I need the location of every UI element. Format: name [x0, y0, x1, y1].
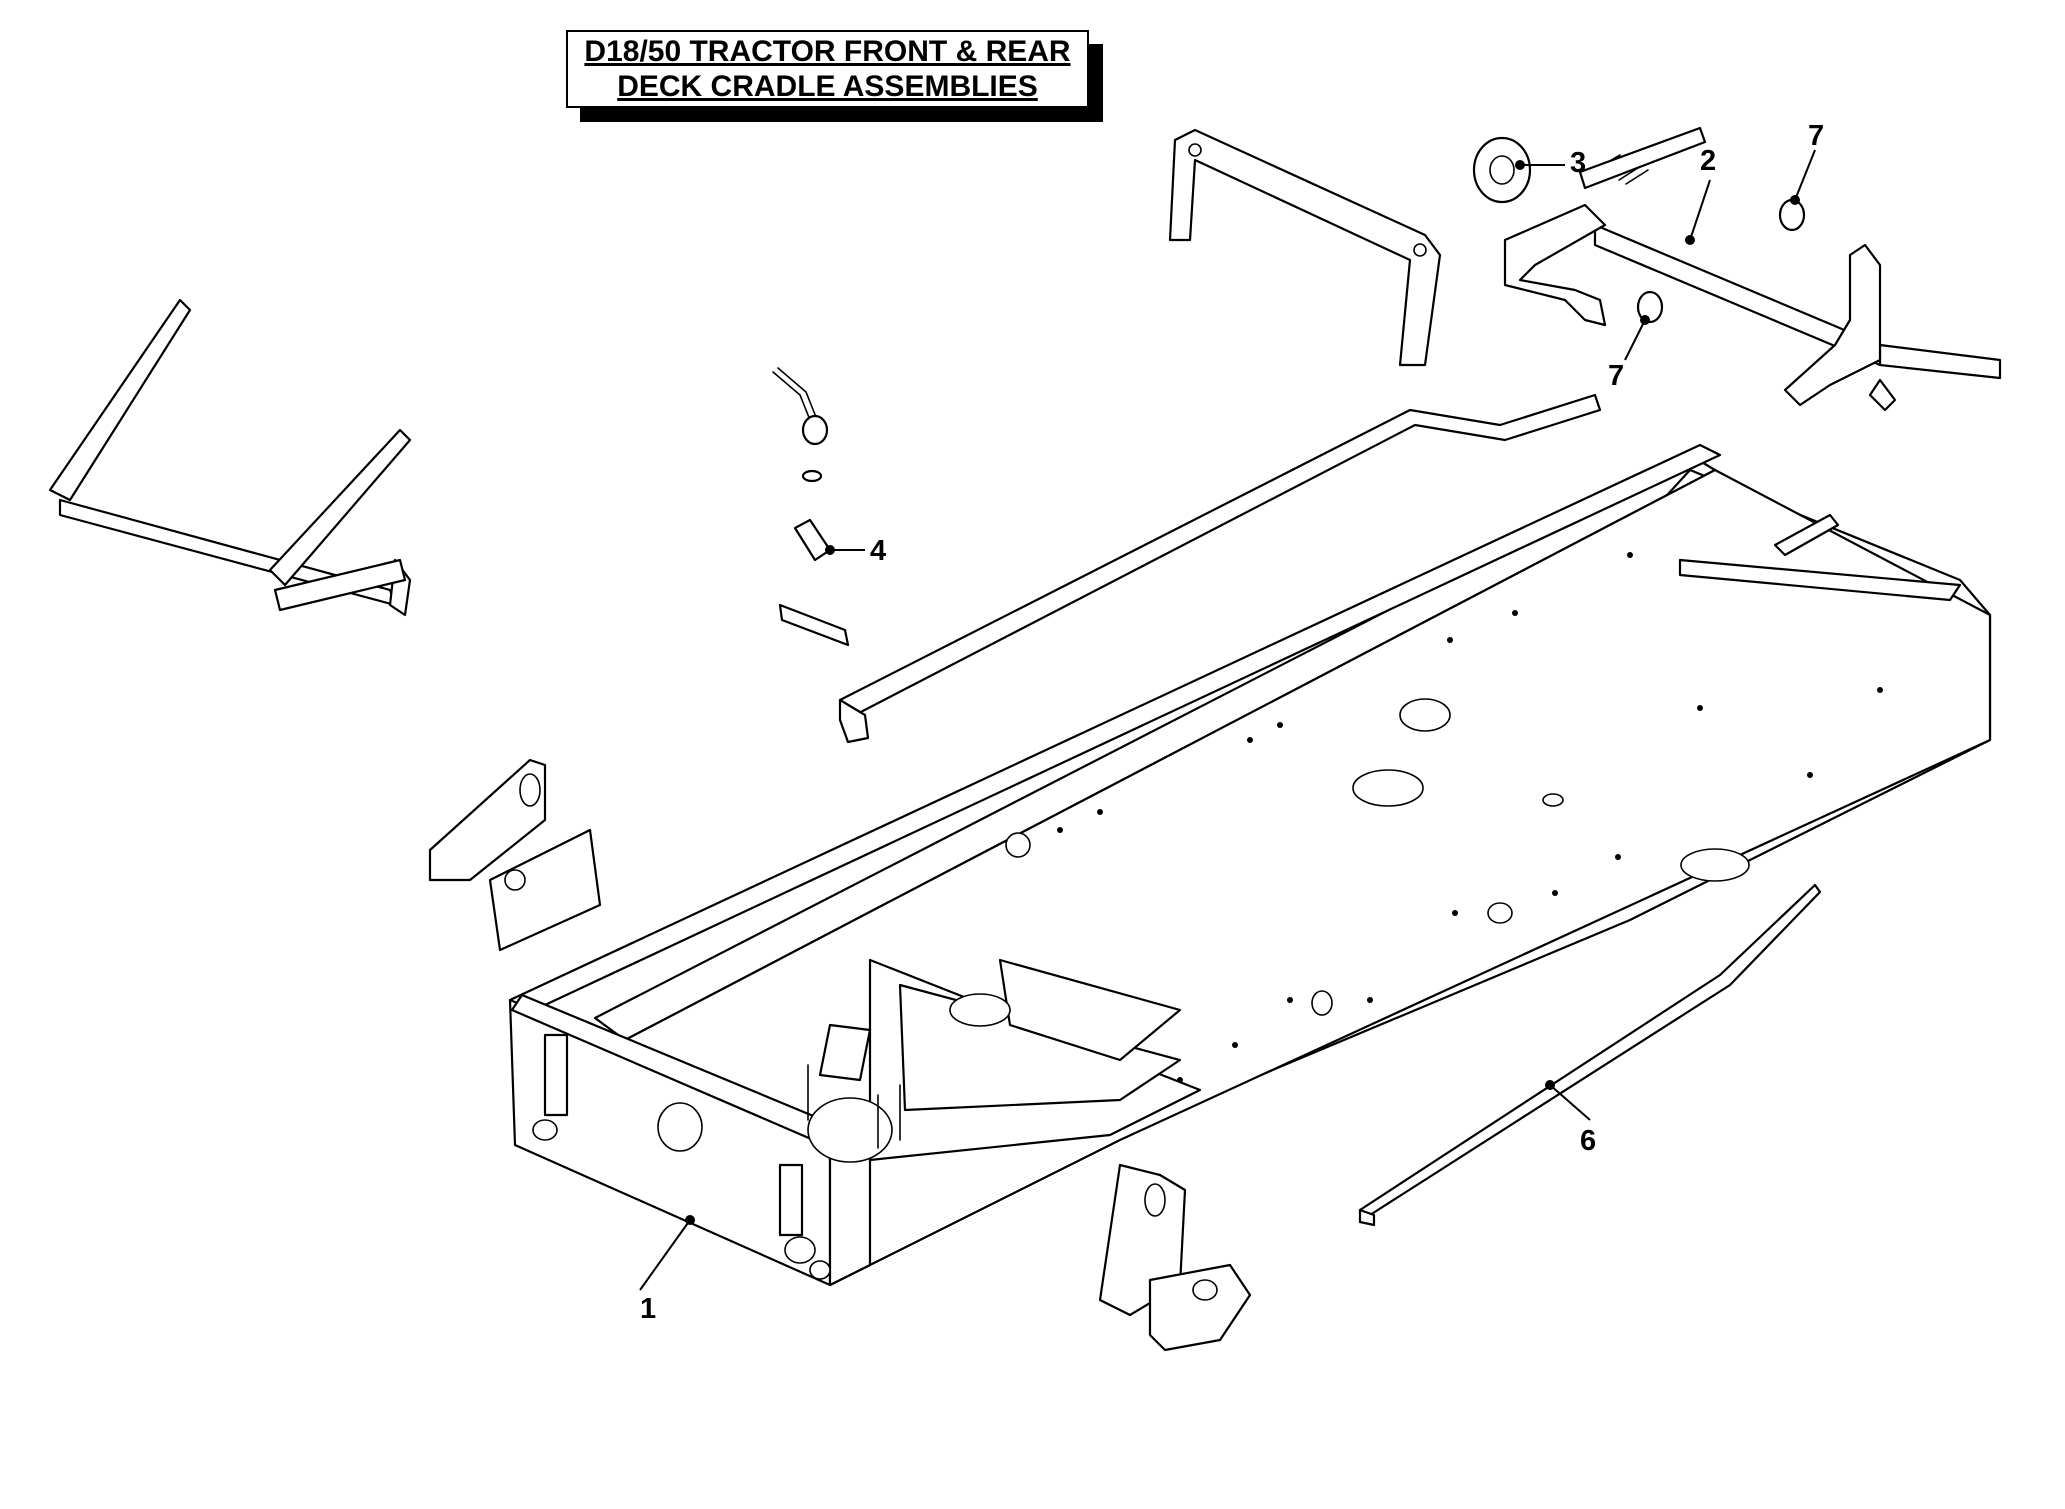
part-26-clip [1773, 513, 1840, 557]
callout-label: 2 [1700, 145, 1716, 177]
callout-label: 4 [870, 535, 886, 567]
diagram-title-line-1: D18/50 TRACTOR FRONT & REAR [584, 35, 1071, 68]
diagram-title-box: D18/50 TRACTOR FRONT & REAR DECK CRADLE … [566, 30, 1089, 108]
callout-label: 7 [1608, 360, 1624, 392]
part-hanger-strap [1168, 128, 1442, 367]
part-rear-brackets [1098, 1163, 1252, 1352]
part-front-cradle [48, 298, 412, 617]
diagram-title-line-2: DECK CRADLE ASSEMBLIES [617, 70, 1038, 103]
part-3-disc [1472, 136, 1532, 204]
callout-labels: 1 2 3 4 6 7 7 [639, 120, 1824, 1325]
part-rear-shaft [1503, 203, 2002, 412]
part-9-cable [772, 367, 829, 483]
callout-label: 7 [1808, 120, 1824, 152]
callout-label: 6 [1580, 1125, 1596, 1157]
part-25-spring [1578, 126, 1707, 190]
callout-label: 3 [1570, 147, 1586, 179]
part-long-rod [838, 393, 1602, 744]
part-front-brackets [428, 758, 602, 952]
callout-label: 1 [640, 1293, 656, 1325]
part-4-8-plates [778, 518, 850, 647]
part-side-skid [1358, 883, 1822, 1227]
part-main-frame [508, 443, 1992, 1287]
